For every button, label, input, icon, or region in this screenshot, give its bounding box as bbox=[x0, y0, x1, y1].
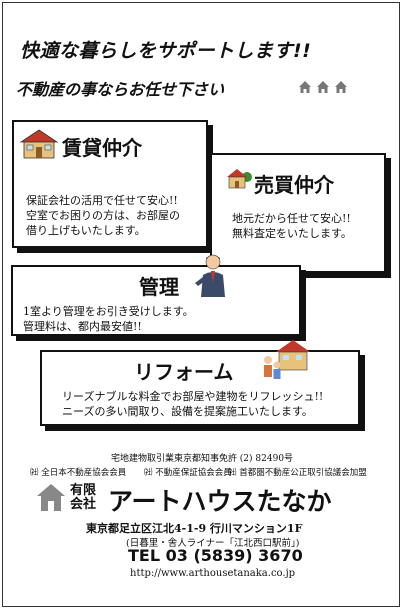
association-1: ㈳ 全日本不動産協会会員 bbox=[30, 468, 127, 478]
kanri-box: 管理 1室より管理をお引き受けします。 管理料は、都内最安値!! bbox=[11, 254, 301, 336]
license-number: 宅地建物取引業東京都知事免許 (2) 82490号 bbox=[110, 454, 294, 464]
house-small-icon bbox=[335, 81, 347, 93]
baibai-title: 売買仲介 bbox=[254, 173, 334, 197]
association-3: ㈳ 首都圏不動産公正取引協議会加盟 bbox=[228, 468, 367, 478]
kanri-line-2: 管理料は、都内最安値!! bbox=[23, 320, 142, 333]
businessman-icon bbox=[195, 254, 225, 297]
phone-number[interactable]: TEL 03 (5839) 3670 bbox=[128, 546, 303, 565]
address: 東京都足立区江北4-1-9 行川マンション1F bbox=[86, 522, 303, 535]
corp-type: 有限会社 bbox=[70, 483, 97, 512]
small-houses-decoration bbox=[298, 80, 348, 94]
baibai-line-1: 地元だから任せて安心!! bbox=[232, 212, 351, 225]
association-2: ㈳ 不動産保証協会会員 bbox=[144, 468, 232, 478]
company-name: アートハウスたなか bbox=[108, 487, 332, 516]
website-url[interactable]: http://www.arthousetanaka.co.jp bbox=[130, 568, 296, 579]
company-logo-icon bbox=[37, 484, 65, 511]
kanri-line-1: 1室より管理をお引き受けします。 bbox=[23, 305, 194, 318]
chintai-box: 賃貸仲介 保証会社の活用で任せて安心!! 空室でお困りの方は、お部屋の 借り上げ… bbox=[12, 120, 208, 248]
access-info: (日暮里・舎人ライナー「江北西口駅前」) bbox=[126, 538, 300, 549]
subheadline: 不動産の事ならお任せ下さい bbox=[16, 80, 225, 99]
baibai-box: 売買仲介 地元だから任せて安心!! 無料査定をいたします。 bbox=[210, 153, 386, 273]
house-icon bbox=[19, 129, 59, 159]
reform-title: リフォーム bbox=[134, 360, 234, 384]
flyer-frame bbox=[2, 2, 400, 607]
reform-line-1: リーズナブルな料金でお部屋や建物をリフレッシュ!! bbox=[62, 390, 324, 403]
reform-line-2: ニーズの多い間取り、設備を提案施工いたします。 bbox=[62, 405, 313, 418]
chintai-line-2: 空室でお困りの方は、お部屋の bbox=[26, 209, 180, 222]
chintai-line-3: 借り上げもいたします。 bbox=[26, 224, 146, 237]
house-icon bbox=[227, 169, 252, 189]
chintai-title: 賃貸仲介 bbox=[62, 136, 142, 160]
couple-house-icon bbox=[264, 340, 310, 379]
chintai-line-1: 保証会社の活用で任せて安心!! bbox=[26, 194, 178, 207]
baibai-line-2: 無料査定をいたします。 bbox=[232, 227, 352, 240]
reform-box: リフォーム リーズナブルな料金でお部屋や建物をリフレッシュ!! ニーズの多い間取… bbox=[40, 340, 360, 426]
kanri-title: 管理 bbox=[139, 275, 179, 299]
headline: 快適な暮らしをサポートします!! bbox=[20, 40, 312, 62]
house-small-icon bbox=[299, 81, 311, 93]
house-small-icon bbox=[317, 81, 329, 93]
